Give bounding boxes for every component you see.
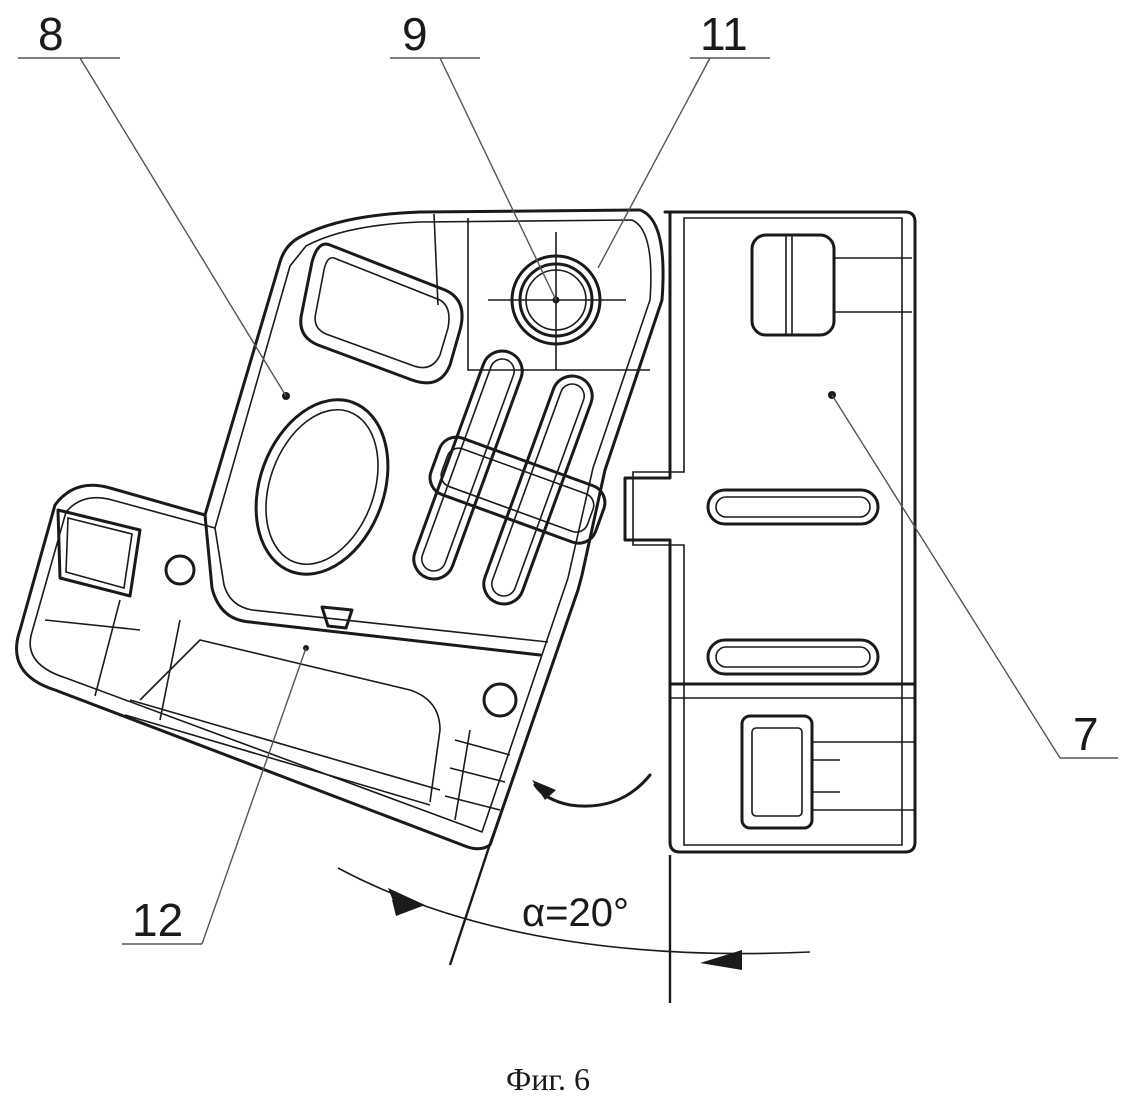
part-7-bracket — [623, 210, 917, 854]
part-8-flap — [15, 208, 665, 851]
label-part-9: 9 — [402, 8, 428, 60]
callouts: 8 9 11 7 12 — [18, 8, 1118, 946]
angle-dimension: α=20° — [337, 837, 811, 1003]
label-part-7: 7 — [1073, 708, 1099, 760]
label-part-8: 8 — [38, 8, 64, 60]
angle-label: α=20° — [522, 891, 629, 935]
figure-caption: Фиг. 6 — [506, 1061, 590, 1097]
label-part-12: 12 — [132, 894, 183, 946]
rotated-reference-line — [448, 837, 494, 966]
rotation-arrow — [532, 773, 652, 808]
label-part-11: 11 — [700, 8, 748, 60]
